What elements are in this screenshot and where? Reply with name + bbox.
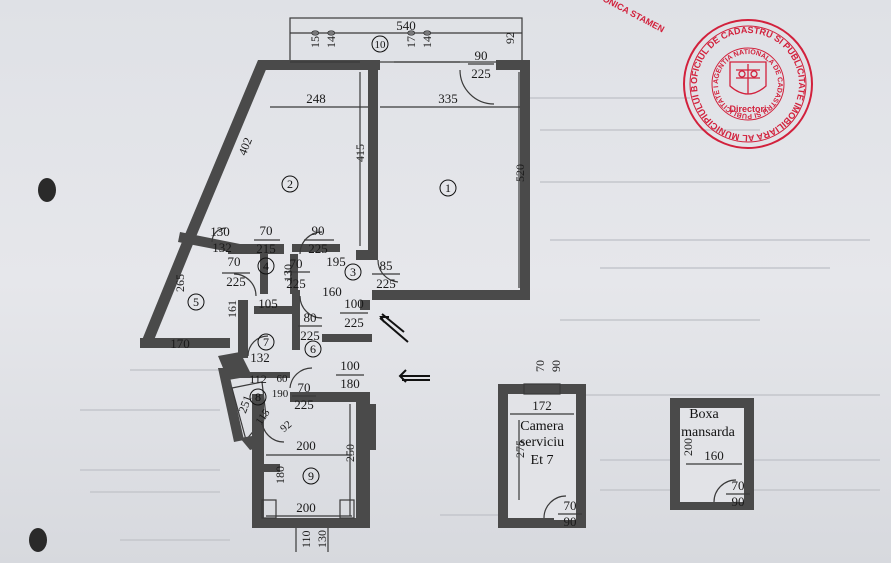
- dim-90b: 90: [312, 223, 325, 238]
- camera-label-3: Et 7: [531, 453, 554, 468]
- camera-label-1: Camera: [520, 419, 564, 434]
- bx-dim-90: 90: [732, 494, 745, 509]
- room-4-label: 4: [263, 259, 269, 273]
- room-7-label: 7: [263, 335, 269, 349]
- room-9-label: 9: [308, 469, 314, 483]
- dim-520: 520: [513, 164, 527, 182]
- stamp-signer-name: ONICA STAMEN: [601, 0, 666, 34]
- dim-225f: 225: [344, 315, 364, 330]
- cs-dim-70b: 70: [564, 498, 577, 513]
- dim-130b: 130: [281, 264, 295, 282]
- dim-190: 190: [272, 388, 289, 400]
- dim-402: 402: [235, 135, 255, 157]
- dim-180b: 180: [273, 466, 287, 484]
- room-numbers: [187, 35, 714, 499]
- dim-92b: 92: [278, 419, 294, 435]
- coat-of-arms-icon: [729, 61, 767, 95]
- entrance-arrows: [379, 313, 430, 383]
- dim-160: 160: [322, 284, 342, 299]
- dim-door-90: 90: [475, 48, 488, 63]
- bx-dim-160: 160: [704, 448, 724, 463]
- boxa-label-2: mansarda: [681, 425, 735, 440]
- dim-265: 265: [173, 274, 187, 292]
- dim-251: 251: [235, 393, 254, 415]
- dim-225d: 225: [376, 276, 396, 291]
- cs-dim-70: 70: [533, 360, 547, 372]
- punch-holes: [29, 178, 56, 552]
- dim-215: 215: [256, 241, 276, 256]
- attic-storage-plan: Boxa mansarda 200 160 70 90: [670, 398, 754, 510]
- dim-60: 60: [277, 373, 289, 385]
- dim-110: 110: [299, 530, 313, 548]
- room-1-label: 1: [445, 181, 451, 195]
- dim-105: 105: [258, 296, 278, 311]
- dim-225g: 225: [300, 328, 320, 343]
- cs-dim-275: 275: [513, 440, 527, 458]
- dim-132a: 132: [212, 240, 232, 255]
- room-3-label: 3: [350, 265, 356, 279]
- dim-248: 248: [306, 91, 326, 106]
- dim-180: 180: [340, 376, 360, 391]
- dim-225e: 225: [286, 276, 306, 291]
- dim-540: 540: [396, 18, 416, 33]
- dim-170: 170: [170, 336, 190, 351]
- dim-70c: 70: [290, 256, 303, 271]
- stamp-center-text: Directori: [729, 104, 766, 114]
- dim-140a: 140: [324, 30, 338, 48]
- room-6-label: 6: [310, 342, 316, 356]
- cs-dim-90: 90: [549, 360, 563, 372]
- dim-85: 85: [380, 258, 393, 273]
- dim-70a: 70: [260, 223, 273, 238]
- dim-92: 92: [503, 32, 517, 44]
- dim-161: 161: [225, 300, 239, 318]
- boxa-label-1: Boxa: [689, 407, 719, 422]
- dim-225h: 225: [294, 397, 314, 412]
- dimension-labels: 540 150 140 170 140 92 90 225 248 335 40…: [170, 18, 527, 548]
- dim-130: 130: [210, 224, 230, 239]
- dim-200a: 200: [296, 438, 316, 453]
- dim-100a: 100: [344, 296, 364, 311]
- dim-70d: 70: [298, 380, 311, 395]
- dim-170: 170: [404, 30, 418, 48]
- room-5-label: 5: [193, 295, 199, 309]
- dim-80: 80: [304, 310, 317, 325]
- bx-dim-70: 70: [732, 478, 745, 493]
- bleed-through-text: [80, 97, 880, 541]
- service-room-plan: 70 90 172 Camera serviciu Et 7 275 70 90: [498, 360, 586, 529]
- dim-225c: 225: [226, 274, 246, 289]
- camera-label-2: serviciu: [520, 435, 564, 450]
- apartment-walls: [140, 17, 530, 552]
- room-2-label: 2: [287, 177, 293, 191]
- dim-132b: 132: [250, 350, 270, 365]
- dim-140b: 140: [420, 30, 434, 48]
- dim-130c: 130: [315, 530, 329, 548]
- dim-door-225: 225: [471, 66, 491, 81]
- cs-dim-172: 172: [532, 398, 552, 413]
- dim-195: 195: [326, 254, 346, 269]
- room-8-label: 8: [255, 390, 261, 404]
- cs-dim-90b: 90: [564, 514, 577, 529]
- bx-dim-200: 200: [681, 438, 695, 456]
- dim-335: 335: [438, 91, 458, 106]
- dim-225b: 225: [308, 241, 328, 256]
- dim-70b: 70: [228, 254, 241, 269]
- dim-100b: 100: [340, 358, 360, 373]
- dim-150: 150: [308, 30, 322, 48]
- dim-112: 112: [249, 372, 267, 386]
- dim-200b: 200: [296, 500, 316, 515]
- room-10-label: 10: [375, 39, 387, 51]
